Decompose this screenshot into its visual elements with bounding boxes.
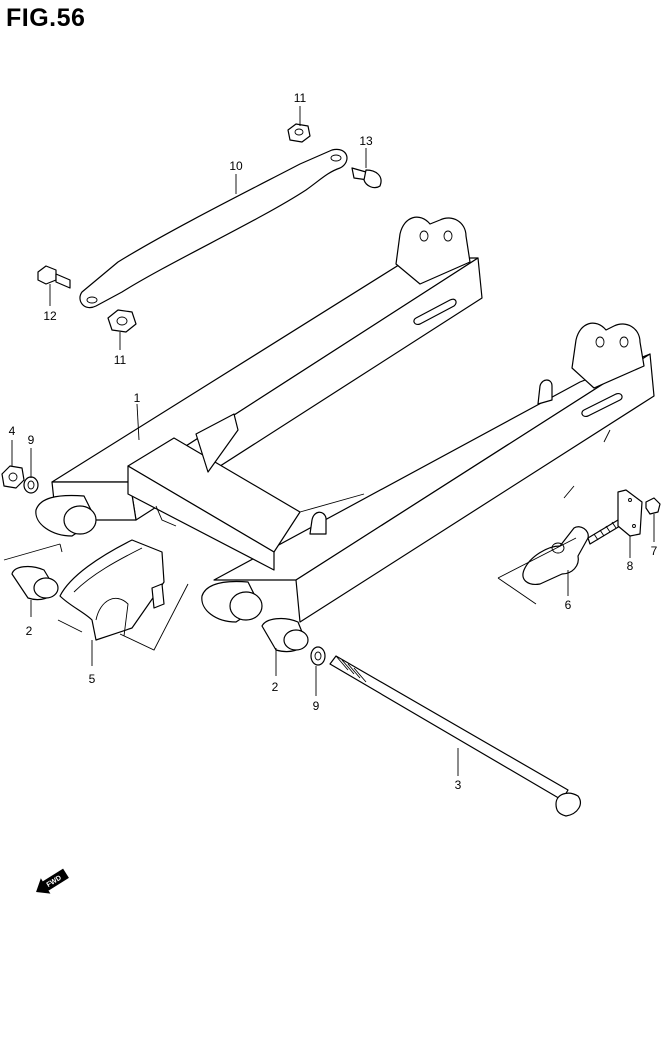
callout-2-left: 2 bbox=[26, 624, 33, 638]
fwd-arrow-icon: FWD bbox=[36, 868, 69, 894]
callout-8: 8 bbox=[627, 559, 634, 573]
callout-1: 1 bbox=[134, 391, 141, 405]
callout-10: 10 bbox=[229, 159, 243, 173]
callout-2-right: 2 bbox=[272, 680, 279, 694]
part-5-chain-slider bbox=[3, 539, 189, 651]
leader-lines bbox=[11, 106, 655, 776]
part-9-washer-right bbox=[310, 646, 326, 666]
callout-5: 5 bbox=[89, 672, 96, 686]
figure-title: FIG.56 bbox=[6, 4, 86, 32]
part-2-bushing-right bbox=[261, 617, 309, 653]
callout-12: 12 bbox=[43, 309, 57, 323]
callout-6: 6 bbox=[565, 598, 572, 612]
part-12-bolt bbox=[37, 265, 71, 289]
part-9-washer-left bbox=[23, 476, 39, 494]
part-3-axle bbox=[329, 655, 581, 817]
callout-4: 4 bbox=[9, 424, 16, 438]
callout-3: 3 bbox=[455, 778, 462, 792]
callout-9-left: 9 bbox=[28, 433, 35, 447]
part-11-nut-lower bbox=[107, 309, 137, 333]
callout-labels: 1 2 2 3 4 5 6 7 8 9 9 10 11 11 12 13 bbox=[9, 91, 658, 792]
callout-11-top: 11 bbox=[294, 91, 307, 105]
part-1-swing-arm bbox=[35, 216, 655, 623]
part-4-nut bbox=[1, 465, 25, 489]
part-2-bushing-left bbox=[11, 565, 59, 601]
part-11-nut-top bbox=[287, 123, 311, 143]
callout-9-right: 9 bbox=[313, 699, 320, 713]
part-8-plate bbox=[617, 489, 643, 537]
callout-7: 7 bbox=[651, 544, 658, 558]
callout-13: 13 bbox=[359, 134, 373, 148]
callout-11-lower: 11 bbox=[114, 353, 127, 367]
part-13-bolt bbox=[351, 167, 382, 189]
part-6-adjuster bbox=[497, 429, 621, 605]
part-10-torque-link bbox=[79, 148, 348, 309]
part-7-nut bbox=[645, 497, 661, 515]
